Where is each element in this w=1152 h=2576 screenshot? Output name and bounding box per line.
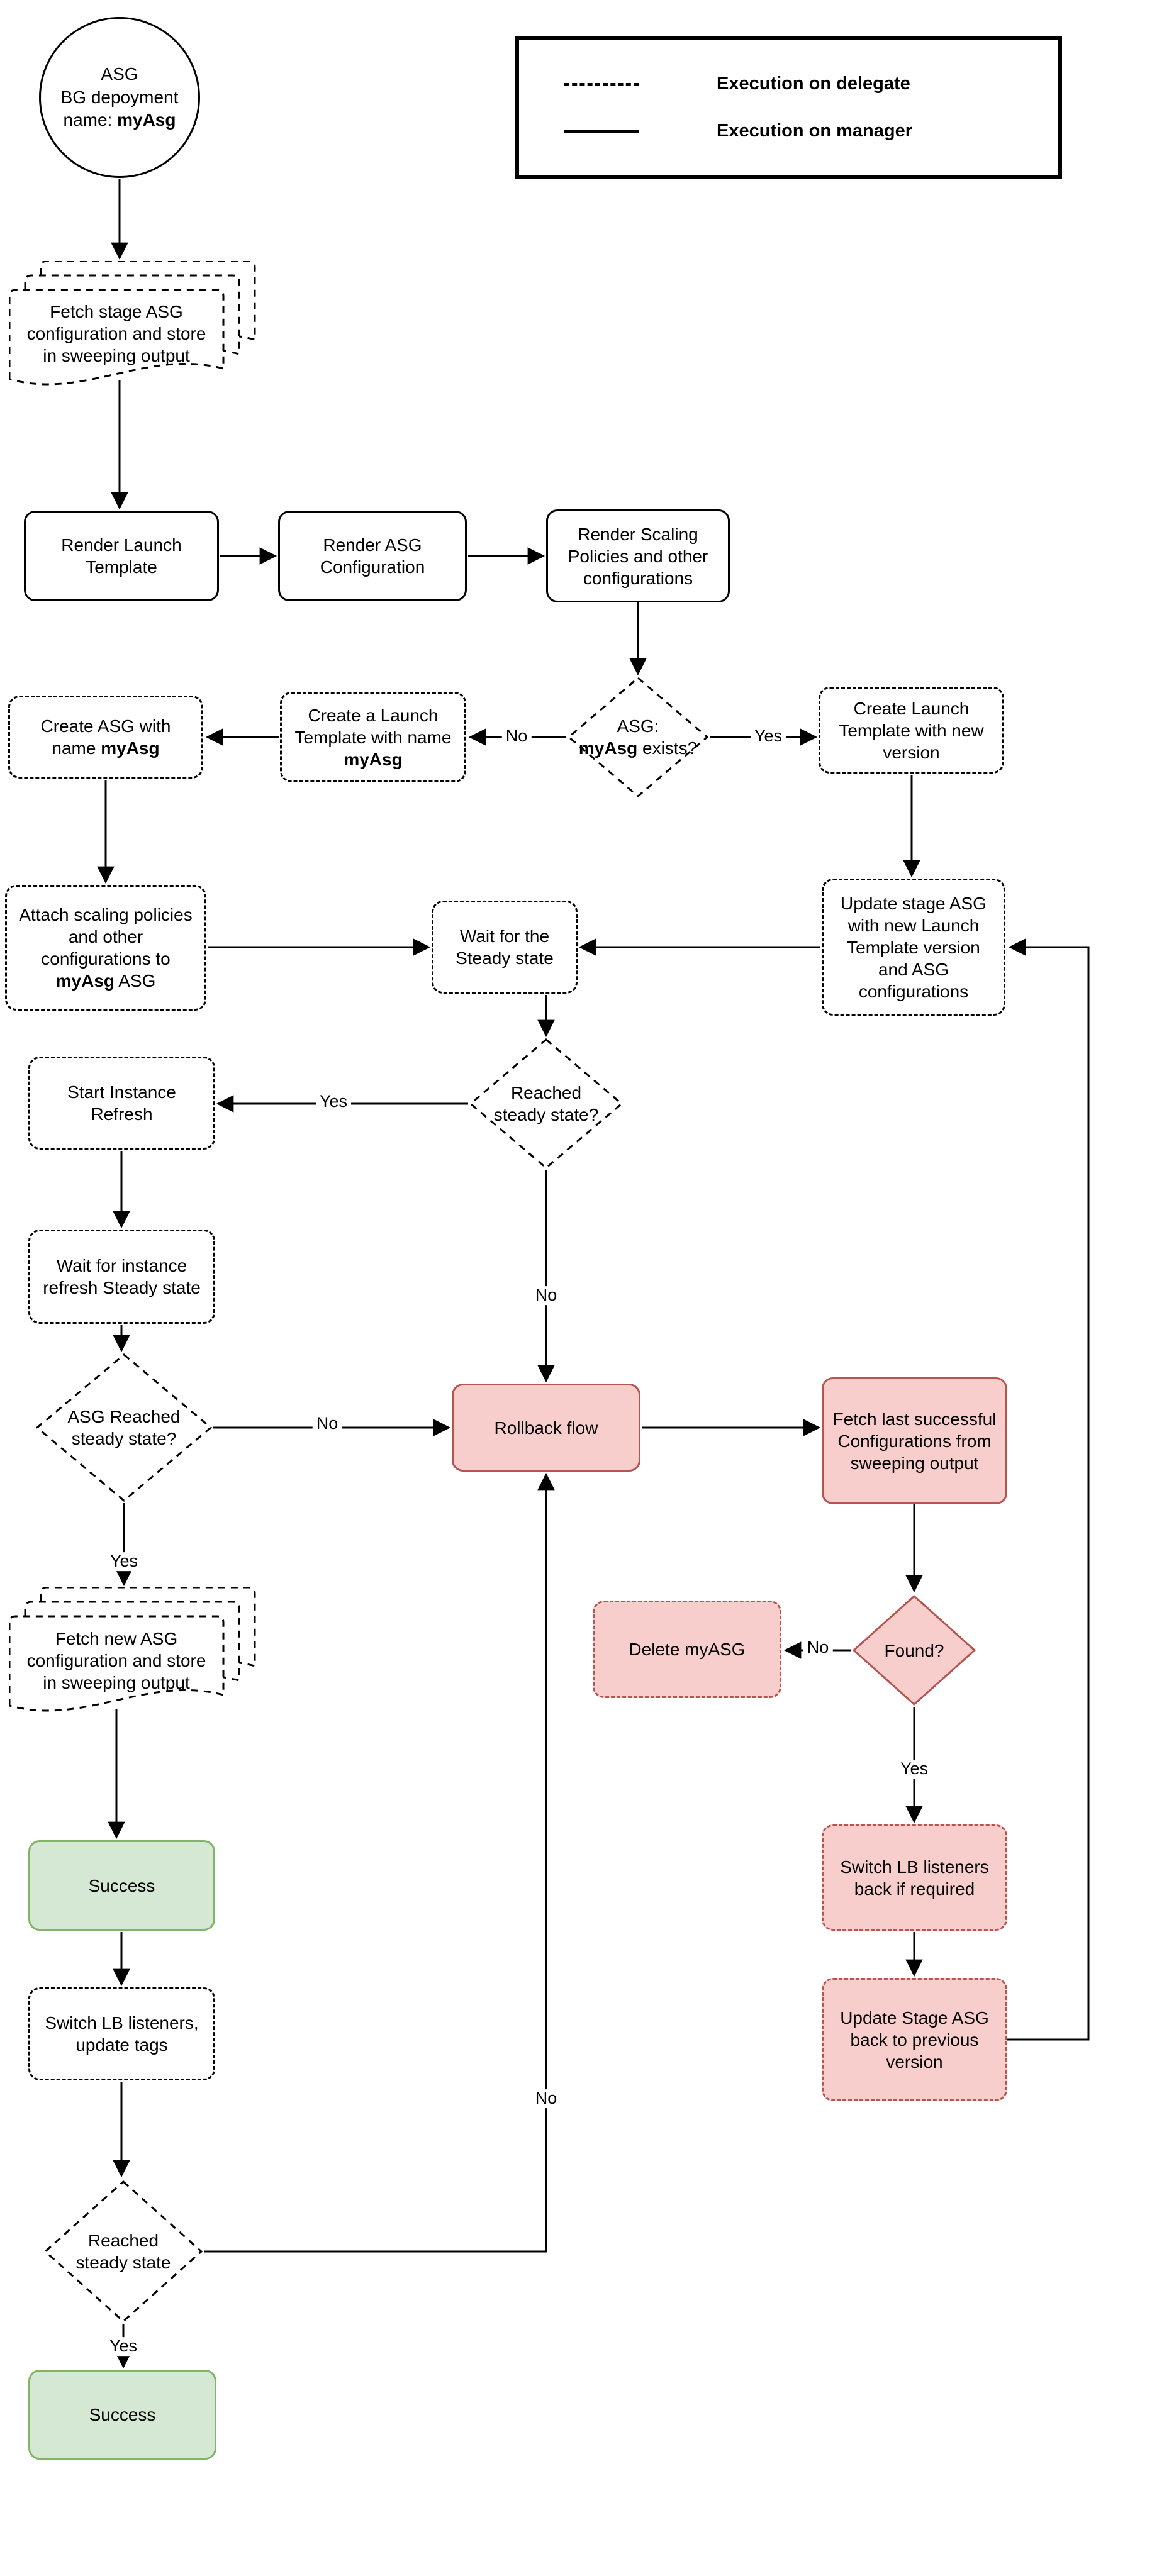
decision-asg-exists-label: ASG: myAsg exists? xyxy=(578,716,698,758)
decision-reached-steady-1-label: Reached steady state? xyxy=(493,1083,599,1124)
start-line3: name: myAsg xyxy=(63,110,176,130)
myasg-bold: myAsg xyxy=(117,110,176,130)
node-delete-myasg: Delete myASG xyxy=(593,1601,781,1698)
node-rollback-flow: Rollback flow xyxy=(452,1384,640,1472)
decision-reached-steady-2-label: Reached steady state xyxy=(75,2231,171,2272)
decision-found-label: Found? xyxy=(884,1640,944,1660)
edge-label-yes-reached1: Yes xyxy=(315,1092,352,1111)
edge-label-no-reached2: No xyxy=(531,2089,561,2108)
decision-asg-reached-steady-label: ASG Reached steady state? xyxy=(67,1407,181,1448)
node-success-1: Success xyxy=(28,1840,215,1931)
node-update-stage-asg-back: Update Stage ASG back to previous versio… xyxy=(822,1978,1007,2101)
myasg-bold: myAsg xyxy=(578,738,638,758)
edge-label-no-asg-reached: No xyxy=(312,1414,342,1433)
node-fetch-new-asg: Fetch new ASG configuration and store in… xyxy=(26,1628,206,1692)
start-node: ASG BG depoyment name: myAsg xyxy=(39,17,200,178)
node-render-launch-template: Render Launch Template xyxy=(24,511,219,601)
edge-label-yes-asg-reached: Yes xyxy=(106,1552,142,1571)
node-switch-lb-listeners: Switch LB listeners, update tags xyxy=(28,1987,215,2080)
dashed-line-sample xyxy=(564,82,639,86)
start-line2: BG depoyment xyxy=(60,87,179,107)
node-fetch-stage-asg: Fetch stage ASG configuration and store … xyxy=(26,301,206,365)
edge-label-yes-reached2: Yes xyxy=(105,2336,142,2356)
node-create-launch-template-myasg: Create a Launch Template with name myAsg xyxy=(280,692,466,782)
decision-reached-steady-2: Reached steady state xyxy=(44,2180,203,2323)
myasg-bold: myAsg xyxy=(344,749,403,769)
decision-found: Found? xyxy=(853,1595,976,1706)
decision-asg-reached-steady: ASG Reached steady state? xyxy=(36,1353,212,1502)
legend-manager-label: Execution on manager xyxy=(717,121,913,141)
node-attach-scaling-policies: Attach scaling policies and other config… xyxy=(5,885,206,1011)
edge-label-yes-asg-exists: Yes xyxy=(750,726,786,746)
legend-row-manager: Execution on manager xyxy=(519,121,1058,142)
legend-delegate-label: Execution on delegate xyxy=(717,74,910,94)
node-render-asg-configuration: Render ASG Configuration xyxy=(278,511,467,601)
node-fetch-last-successful: Fetch last successful Configurations fro… xyxy=(822,1377,1007,1504)
node-render-scaling-policies: Render Scaling Policies and other config… xyxy=(546,509,730,602)
edge-reached2-no-loop xyxy=(204,1472,555,2253)
node-create-launch-template-new-version: Create Launch Template with new version xyxy=(819,687,1004,774)
start-line1: ASG xyxy=(101,64,138,84)
decision-asg-exists: ASG: myAsg exists? xyxy=(568,677,708,797)
node-success-2: Success xyxy=(28,2370,216,2460)
legend: Execution on delegate Execution on manag… xyxy=(515,36,1062,179)
edge-label-yes-found: Yes xyxy=(896,1759,932,1779)
decision-reached-steady-1: Reached steady state? xyxy=(469,1038,623,1169)
node-start-instance-refresh: Start Instance Refresh xyxy=(28,1057,215,1150)
legend-row-delegate: Execution on delegate xyxy=(519,74,1058,94)
node-update-stage-asg: Update stage ASG with new Launch Templat… xyxy=(822,879,1005,1016)
node-switch-lb-back: Switch LB listeners back if required xyxy=(822,1824,1007,1931)
edge-label-no-found: No xyxy=(803,1638,833,1657)
node-create-asg-myasg: Create ASG with name myAsg xyxy=(8,696,203,779)
solid-line-sample xyxy=(564,130,639,133)
edge-label-no-reached1: No xyxy=(531,1285,561,1305)
node-wait-steady-state: Wait for the Steady state xyxy=(432,901,578,994)
myasg-bold: myAsg xyxy=(101,738,160,758)
multi-document-shape xyxy=(9,1587,256,1712)
edge-label-no-asg-exists: No xyxy=(501,726,532,746)
multi-document-shape xyxy=(9,261,256,386)
myasg-bold: myAsg xyxy=(55,971,115,991)
node-wait-instance-refresh: Wait for instance refresh Steady state xyxy=(28,1230,215,1324)
edge-update-back-loop xyxy=(1007,938,1090,2041)
